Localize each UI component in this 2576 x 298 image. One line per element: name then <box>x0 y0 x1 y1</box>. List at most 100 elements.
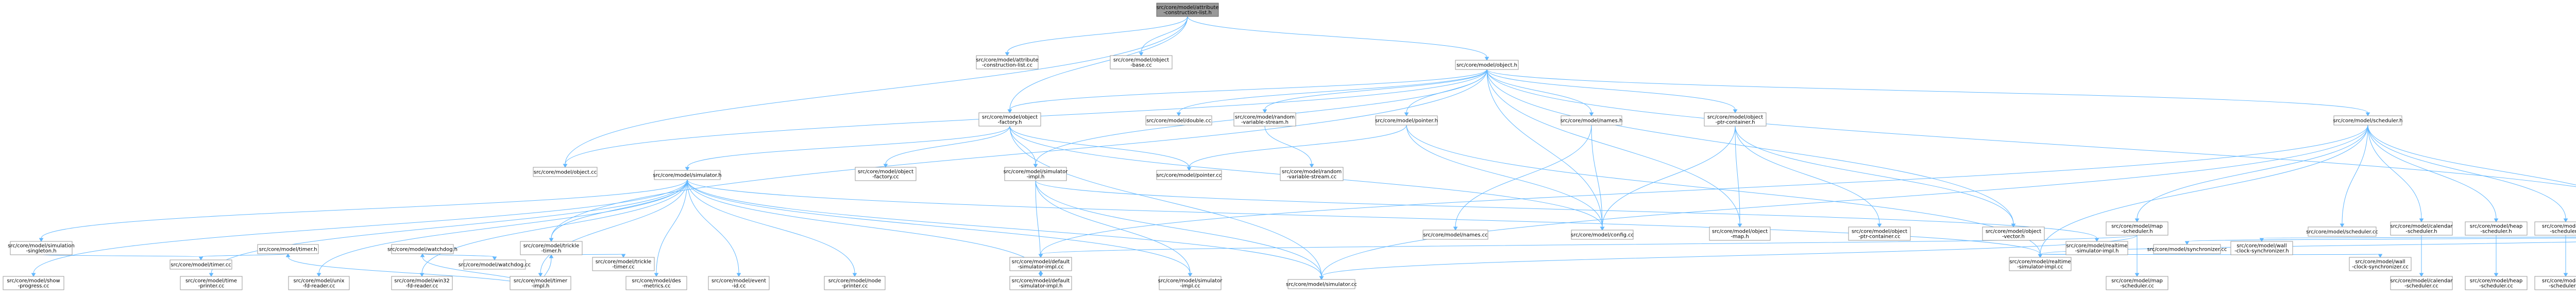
graph-node-heap-scheduler-cc[interactable]: src/core/model/heap-scheduler.cc <box>2465 276 2528 290</box>
graph-node-map-scheduler-cc[interactable]: src/core/model/map-scheduler.cc <box>2106 276 2168 290</box>
graph-edge-arrowhead <box>852 273 857 277</box>
graph-node-pointer-h[interactable]: src/core/model/pointer.h <box>1375 115 1438 126</box>
node-box <box>2308 226 2377 237</box>
graph-edge <box>885 126 1010 165</box>
node-box <box>1982 226 2045 241</box>
graph-node-time-printer-cc[interactable]: src/core/model/time-printer.cc <box>180 276 243 290</box>
graph-node-trickle-timer-cc[interactable]: src/core/model/trickle-timer.cc <box>592 257 655 271</box>
graph-node-unix-fd-reader-cc[interactable]: src/core/model/unix-fd-reader.cc <box>288 276 350 290</box>
graph-node-show-progress-cc[interactable]: src/core/model/show-progress.cc <box>3 276 64 290</box>
graph-node-calendar-scheduler-h[interactable]: src/core/model/calendar-scheduler.h <box>2390 221 2453 236</box>
graph-node-names-cc[interactable]: src/core/model/names.cc <box>1422 230 1488 240</box>
graph-node-scheduler-h[interactable]: src/core/model/scheduler.h <box>2333 115 2403 126</box>
node-label-line: src/core/model/time <box>185 278 237 284</box>
node-label: src/core/model/object.cc <box>534 170 597 176</box>
graph-node-list-scheduler-h[interactable]: src/core/model/list-scheduler.h <box>2534 221 2576 236</box>
graph-node-object-vector-h[interactable]: src/core/model/object-vector.h <box>1982 226 2045 241</box>
graph-node-random-variable-stream-cc[interactable]: src/core/model/random-variable-stream.cc <box>1280 167 1344 181</box>
graph-node-map-scheduler-h[interactable]: src/core/model/map-scheduler.h <box>2106 221 2168 236</box>
node-label-line: src/core/model/realtime <box>2009 259 2071 265</box>
graph-node-heap-scheduler-h[interactable]: src/core/model/heap-scheduler.h <box>2465 221 2528 236</box>
node-label: src/core/model/object-ptr-container.cc <box>1852 229 1907 240</box>
graph-node-config-cc[interactable]: src/core/model/config.cc <box>1571 230 1634 240</box>
node-box <box>2065 241 2128 255</box>
node-box <box>2153 244 2221 254</box>
node-label-line: -simulator-impl.h <box>1019 284 1063 289</box>
graph-node-object-ptr-container-h[interactable]: src/core/model/object-ptr-container.h <box>1704 112 1767 127</box>
graph-node-simulator-impl-cc[interactable]: src/core/model/simulator-impl.cc <box>1158 276 1223 290</box>
graph-node-trickle-timer-h[interactable]: src/core/model/trickle-timer.h <box>520 241 583 255</box>
graph-node-win32-fd-reader-cc[interactable]: src/core/model/win32-fd-reader.cc <box>391 276 453 290</box>
graph-node-simulation-singleton-h[interactable]: src/core/model/simulation-singleton.h <box>8 241 75 255</box>
node-box <box>2390 276 2453 290</box>
graph-node-wall-clock-synchronizer-h[interactable]: src/core/model/wall-clock-synchronizer.h <box>2230 241 2293 255</box>
graph-edge-arrowhead <box>2038 254 2043 258</box>
graph-edge-arrowhead <box>420 253 425 257</box>
graph-edge-arrowhead <box>31 273 36 277</box>
graph-node-watchdog-cc[interactable]: src/core/model/watchdog.cc <box>459 259 531 270</box>
graph-node-default-simulator-impl-h[interactable]: src/core/model/default-simulator-impl.h <box>1009 276 1072 290</box>
node-box <box>520 241 583 255</box>
graph-node-realtime-simulator-impl-cc[interactable]: src/core/model/realtime-simulator-impl.c… <box>2009 257 2072 271</box>
graph-edge-arrowhead <box>209 273 214 277</box>
graph-node-object-ptr-container-cc[interactable]: src/core/model/object-ptr-container.cc <box>1848 226 1911 241</box>
graph-node-object-factory-h[interactable]: src/core/model/object-factory.h <box>978 112 1041 127</box>
graph-edge <box>1486 69 1592 113</box>
graph-edge-arrowhead <box>285 253 291 257</box>
graph-node-object-base-cc[interactable]: src/core/model/object-base.cc <box>1110 55 1173 69</box>
graph-node-double-cc[interactable]: src/core/model/double.cc <box>1145 115 1212 126</box>
graph-edge <box>551 179 688 239</box>
graph-edge-arrowhead <box>2340 223 2345 227</box>
node-box <box>1704 112 1767 127</box>
graph-node-event-id-cc[interactable]: src/core/model/event-id.cc <box>708 276 770 290</box>
graph-node-simulator-h[interactable]: src/core/model/simulator.h <box>653 170 722 180</box>
graph-edge-arrowhead <box>2094 238 2099 242</box>
graph-node-names-h[interactable]: src/core/model/names.h <box>1561 115 1623 126</box>
graph-edge-arrowhead <box>1733 109 1738 113</box>
graph-node-simulator-cc[interactable]: src/core/model/simulator.cc <box>1286 279 1357 289</box>
graph-edge <box>2040 125 2368 255</box>
graph-node-calendar-scheduler-cc[interactable]: src/core/model/calendar-scheduler.cc <box>2390 276 2453 290</box>
node-box <box>855 167 917 181</box>
node-label: src/core/model/calendar-scheduler.h <box>2391 224 2453 235</box>
graph-edge-arrowhead <box>685 167 690 171</box>
graph-node-pointer-cc[interactable]: src/core/model/pointer.cc <box>1156 170 1222 180</box>
graph-node-wall-clock-synchronizer-cc[interactable]: src/core/model/wall-clock-synchronizer.c… <box>2349 257 2412 271</box>
node-label-line: -variable-stream.cc <box>1287 174 1337 180</box>
node-label-line: src/core/model/list <box>2542 224 2576 230</box>
graph-node-object-cc[interactable]: src/core/model/object.cc <box>533 167 598 177</box>
graph-node-timer-h[interactable]: src/core/model/timer.h <box>257 244 319 254</box>
graph-edge-arrowhead <box>654 273 659 277</box>
graph-node-attribute-construction-list-h[interactable]: src/core/model/attribute-construction-li… <box>1156 3 1219 17</box>
graph-node-object-h[interactable]: src/core/model/object.h <box>1455 60 1519 70</box>
graph-node-scheduler-cc[interactable]: src/core/model/scheduler.cc <box>2306 226 2378 237</box>
graph-node-object-factory-cc[interactable]: src/core/model/object-factory.cc <box>855 167 917 181</box>
node-label-line: src/core/model/heap <box>2470 224 2522 230</box>
graph-node-simulator-impl-h[interactable]: src/core/model/simulator-impl.h <box>1004 167 1069 181</box>
node-label: src/core/model/trickle-timer.cc <box>596 259 652 270</box>
graph-edge-arrowhead <box>2184 241 2190 245</box>
node-label: src/core/model/realtime-simulator-impl.c… <box>2009 259 2071 270</box>
graph-node-realtime-simulator-impl-h[interactable]: src/core/model/realtime-simulator-impl.h <box>2065 241 2128 255</box>
graph-node-attribute-construction-list-cc[interactable]: src/core/model/attribute-construction-li… <box>976 55 1039 69</box>
graph-node-node-printer-cc[interactable]: src/core/model/node-printer.cc <box>824 276 886 290</box>
graph-node-synchronizer-cc[interactable]: src/core/model/synchronizer.cc <box>2147 244 2227 254</box>
graph-node-default-simulator-impl-cc[interactable]: src/core/model/default-simulator-impl.cc <box>1009 257 1072 271</box>
graph-node-des-metrics-cc[interactable]: src/core/model/des-metrics.cc <box>625 276 687 290</box>
graph-node-random-variable-stream-h[interactable]: src/core/model/random-variable-stream.h <box>1233 112 1296 127</box>
node-label-line: -scheduler.h <box>2480 229 2512 235</box>
node-label-line: src/core/model/pointer.cc <box>1157 173 1222 179</box>
graph-edge <box>1187 16 1487 58</box>
graph-node-timer-impl-h[interactable]: src/core/model/timer-impl.h <box>510 276 571 290</box>
node-label: src/core/model/des-metrics.cc <box>632 278 681 289</box>
graph-node-list-scheduler-cc[interactable]: src/core/model/list-scheduler.cc <box>2534 276 2576 290</box>
graph-edge <box>1486 69 2576 187</box>
graph-node-timer-cc[interactable]: src/core/model/timer.cc <box>170 259 232 270</box>
node-label: src/core/model/attribute-construction-li… <box>976 58 1038 68</box>
graph-edge-arrowhead <box>1404 112 1409 116</box>
graph-node-object-map-h[interactable]: src/core/model/object-map.h <box>1709 226 1771 241</box>
graph-node-watchdog-h[interactable]: src/core/model/watchdog.h <box>387 244 457 254</box>
node-label-line: -scheduler.cc <box>2479 284 2513 289</box>
node-label: src/core/model/heap-scheduler.h <box>2470 224 2522 235</box>
node-label-line: src/core/model/trickle <box>596 259 652 265</box>
